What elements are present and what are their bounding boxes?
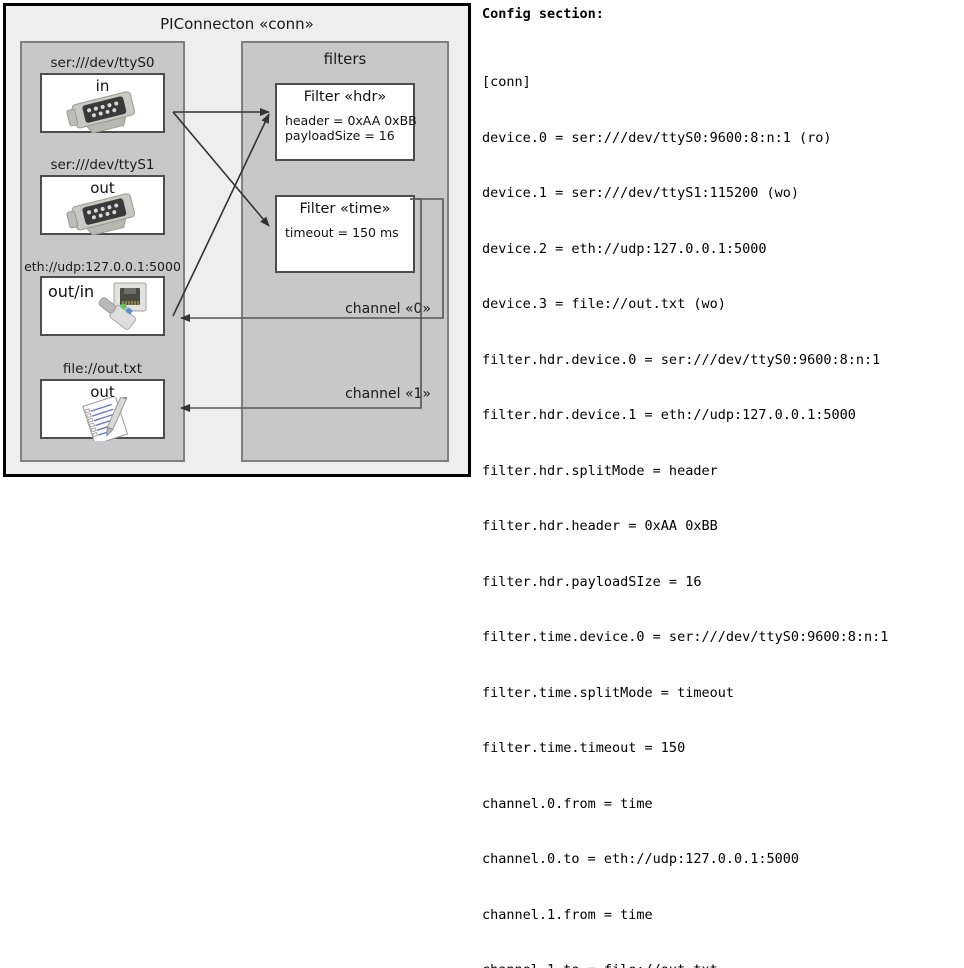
- device-group-file[interactable]: file://out.txt out: [22, 361, 183, 441]
- filter-properties: timeout = 150 ms: [285, 225, 413, 240]
- config-line: channel.1.to = file://out.txt: [482, 961, 960, 968]
- filter-box-hdr[interactable]: Filter «hdr» header = 0xAA 0xBB payloadS…: [275, 83, 417, 161]
- device-direction: out: [90, 383, 115, 401]
- config-lines: [conn] device.0 = ser:///dev/ttyS0:9600:…: [482, 36, 960, 968]
- config-line: filter.time.timeout = 150: [482, 740, 686, 756]
- diagram-title: PIConnecton «conn»: [160, 15, 314, 33]
- config-line: device.2 = eth://udp:127.0.0.1:5000: [482, 240, 767, 257]
- device-group-serial1[interactable]: ser:///dev/ttyS1 out: [22, 157, 183, 235]
- filter-property: timeout = 150 ms: [285, 225, 399, 240]
- device-group-serial0[interactable]: ser:///dev/ttyS0 in: [22, 55, 183, 133]
- device-label: eth://udp:127.0.0.1:5000: [24, 259, 181, 274]
- config-line: filter.hdr.splitMode = header: [482, 462, 718, 479]
- connector-diagram: PIConnecton «conn» ser:///dev/ttyS0 in: [3, 3, 471, 477]
- ethernet-jack-icon: [98, 282, 147, 330]
- channel-label-0: channel «0»: [345, 301, 431, 317]
- filters-panel: filters Filter «hdr» header = 0xAA 0xBB …: [241, 41, 449, 462]
- filter-title: Filter «hdr»: [303, 89, 387, 105]
- config-line: device.1 = ser:///dev/ttyS1:115200 (wo): [482, 185, 799, 201]
- device-label: file://out.txt: [62, 361, 143, 377]
- config-section: Config section: [conn] device.0 = ser://…: [482, 6, 960, 968]
- config-heading: Config section:: [482, 6, 604, 22]
- filter-title: Filter «time»: [299, 201, 391, 217]
- devices-panel: ser:///dev/ttyS0 in: [20, 41, 185, 462]
- config-line: filter.time.splitMode = timeout: [482, 684, 734, 701]
- config-line: device.3 = file://out.txt (wo): [482, 296, 726, 312]
- config-line: channel.0.to = eth://udp:127.0.0.1:5000: [482, 851, 799, 867]
- device-box[interactable]: out/in: [40, 276, 165, 336]
- device-direction: out: [90, 179, 115, 197]
- config-line: filter.time.device.0 = ser:///dev/ttyS0:…: [482, 629, 889, 645]
- filter-property: header = 0xAA 0xBB: [285, 113, 417, 128]
- channel-label-1: channel «1»: [345, 386, 431, 402]
- filter-properties: header = 0xAA 0xBB payloadSize = 16: [285, 113, 417, 143]
- text-file-icon: [82, 397, 129, 441]
- device-box[interactable]: out: [40, 379, 165, 441]
- config-line: filter.hdr.device.1 = eth://udp:127.0.0.…: [482, 407, 856, 423]
- config-line: [conn]: [482, 74, 531, 90]
- device-box[interactable]: in: [40, 73, 165, 133]
- config-line: filter.hdr.payloadSIze = 16: [482, 573, 702, 590]
- config-line: filter.hdr.header = 0xAA 0xBB: [482, 518, 718, 534]
- serial-port-icon: [66, 91, 136, 133]
- config-line: device.0 = ser:///dev/ttyS0:9600:8:n:1 (…: [482, 129, 832, 146]
- serial-port-icon: [66, 193, 136, 235]
- config-line: channel.0.from = time: [482, 795, 653, 812]
- filter-property: payloadSize = 16: [285, 128, 395, 143]
- filter-box-time[interactable]: Filter «time» timeout = 150 ms: [275, 195, 415, 273]
- config-line: filter.hdr.device.0 = ser:///dev/ttyS0:9…: [482, 351, 881, 368]
- config-line: channel.1.from = time: [482, 906, 653, 923]
- device-direction: out/in: [48, 282, 95, 301]
- device-group-ethernet[interactable]: eth://udp:127.0.0.1:5000 out/in: [22, 259, 183, 336]
- device-label: ser:///dev/ttyS1: [50, 157, 155, 173]
- device-label: ser:///dev/ttyS0: [50, 55, 155, 71]
- filters-panel-title: filters: [323, 50, 367, 68]
- device-direction: in: [95, 77, 110, 95]
- device-box[interactable]: out: [40, 175, 165, 235]
